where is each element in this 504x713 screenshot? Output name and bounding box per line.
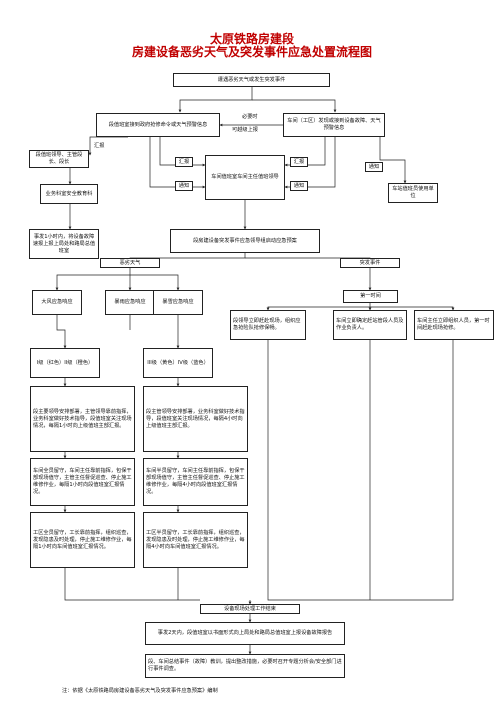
rain-response-node: 暴雨应急响应 [105,290,155,315]
hourly-report-node: 事发1小时内，将设备故障速报上报上局处和路局总值班室 [29,229,99,259]
emergency-step-1: 段领导立即赶赴现场，组织应急抢险队抢修保畅。 [230,310,306,340]
footnote: 注：依据《太原铁路局房建设备恶劣天气及突发事件应急预案》编制 [62,688,218,694]
workshop-duty-node: 车间值班室车间主任值班领导 [205,155,285,200]
report-tag-2: 汇报 [290,157,308,167]
first-time-node: 第一时间 [343,290,398,303]
department-node: 业务科室安全教育科 [40,184,98,204]
start-node: 遭遇恶劣天气或发生突发事件 [173,73,330,87]
station-duty-node: 车站值班员使用单位 [388,183,438,203]
leaders-node: 段值班领导、主管段长、段长 [29,150,89,168]
summary-node: 段、车间总结事件（故障）教训，提出整改措施，必要时召开专题分析会/安全部门进行事… [145,654,345,678]
notify-tag-2: 通知 [290,181,308,191]
team-level-a-node: 工区全员留守，工长靠前指挥，组织巡查，发现隐患及时处理，停止施工维修作业，每隔1… [30,512,135,568]
team-level-b-node: 工区半员留守，工长靠前指挥，组织巡查，发现隐患及时处理，停止施工维修作业，每隔4… [143,512,248,568]
escalate-label-2: 可越级上报 [232,127,258,133]
workshop-report-node: 车间（工区）发现或接到设备故障、天气预警信息 [283,113,385,137]
notify-tag-1: 通知 [175,181,193,191]
severe-weather-node: 恶劣天气 [100,258,160,268]
notify-tag-3: 通知 [365,162,383,172]
leading-group-node: 段房建设备突发事件应急领导组启动应急预案 [170,229,320,253]
two-day-report-node: 事发2天内，段值班室以书面形式向上局处和路局总值班室上报设备故障报告 [145,622,345,645]
end-node: 设备现场处理工作结束 [200,604,300,614]
workshop-level-b-node: 车间半员留守，车间主任靠前指挥，包保干部现场值守，主管主任督促巡查、停止施工维修… [143,458,248,506]
chart-title: 房建设备恶劣天气及突发事件应急处置流程图 [131,45,372,59]
org-title: 太原铁路房建段 [209,32,294,46]
report-tag-1: 汇报 [175,157,193,167]
emergency-step-2: 车间立即确定赶站管段人员及作业负责人。 [333,310,407,340]
escalate-label-1: 必要时 [242,114,258,120]
emergency-event-node: 突发事件 [340,258,400,268]
section-level-b-node: 段主管领导安排部署，业务科室做好技术指导，段值班室关注现场情况，每隔4小时向上级… [143,386,248,452]
report-label-left: 汇报 [94,143,105,149]
section-level-a-node: 段主要领导安排部署，主管领导靠前指挥，业务科室做好技术指导，段值班室关注现场情况… [30,386,135,452]
workshop-level-a-node: 车间全员留守，车间主任靠前指挥，包保干部现场值守，主管主任督促巡查、停止施工维修… [30,458,135,506]
emergency-step-3: 车间主任立即组织人员，第一时间赶赴现场抢修。 [414,310,494,340]
duty-room-notice-node: 段值班室接到政府抢修命令或天气预警信息 [96,113,220,137]
level-a-node: I级（红色）II级（橙色） [30,348,100,378]
level-b-node: III级（黄色）IV级（蓝色） [143,348,213,378]
snow-response-node: 暴雪应急响应 [153,290,203,315]
wind-response-node: 大风应急响应 [32,290,82,315]
